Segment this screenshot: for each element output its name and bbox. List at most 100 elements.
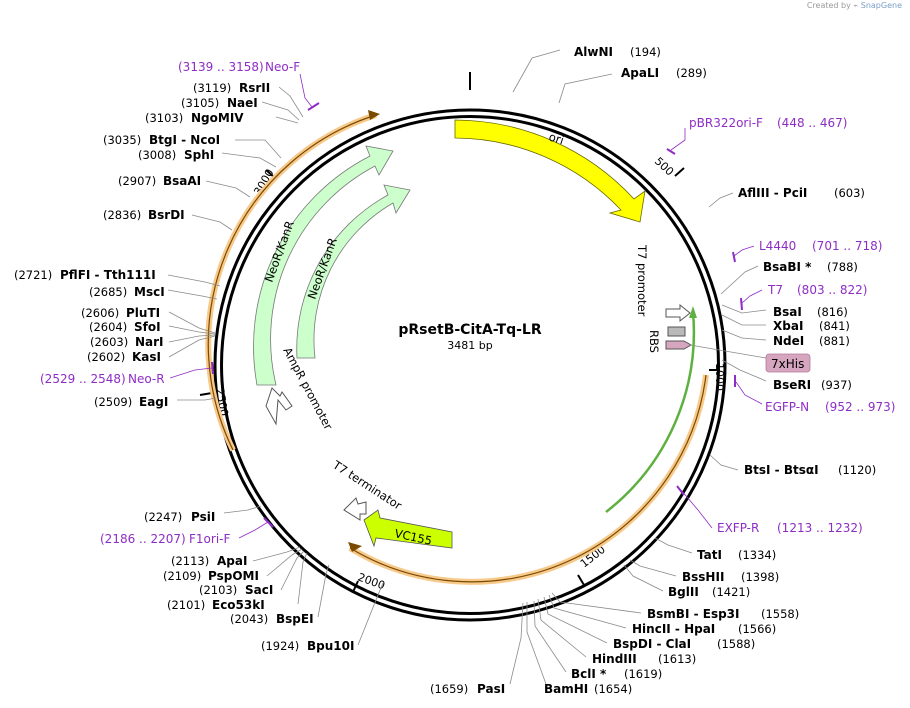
enzyme-ApaI[interactable]: (2113)ApaI — [171, 546, 301, 568]
svg-text:KasI: KasI — [132, 350, 161, 364]
svg-text:(2109): (2109) — [163, 569, 201, 583]
enzyme-NaeI[interactable]: (3105)NaeI — [181, 96, 300, 121]
svg-text:(2113): (2113) — [171, 554, 209, 568]
svg-text:SfoI: SfoI — [134, 320, 161, 334]
svg-text:BamHI: BamHI — [544, 682, 588, 696]
svg-text:(2836): (2836) — [103, 208, 141, 222]
enzyme-KasI[interactable]: (2602) KasI — [87, 335, 216, 364]
plasmid-name: pRsetB-CitA-Tq-LR — [398, 322, 541, 338]
svg-text:(2186 .. 2207): (2186 .. 2207) — [100, 532, 186, 546]
green-gene-feature[interactable] — [605, 311, 696, 513]
backbone-inner — [220, 115, 720, 615]
orange-gene-feature[interactable] — [348, 374, 709, 585]
enzyme-BspDI-ClaI[interactable]: BspDI - ClaI(1588) — [543, 596, 755, 651]
enzyme-AflIII-PciI[interactable]: AflIII - PciI(603) — [708, 186, 865, 208]
primer-T7[interactable]: T7(803 .. 822) — [740, 283, 867, 311]
primer-L4440[interactable]: L4440 (701 .. 718) — [732, 239, 882, 263]
enzyme-BglII[interactable]: BglII(1421) — [623, 564, 750, 599]
enzyme-PspOMI[interactable]: (2109)PspOMI — [163, 548, 303, 583]
enzyme-BtsI-BtsaI[interactable]: BtsI - BtsαI(1120) — [709, 454, 876, 477]
enzyme-NgoMIV[interactable]: (3103)NgoMIV — [145, 111, 299, 125]
svg-text:(1613): (1613) — [658, 652, 696, 666]
neor-inner-feature[interactable] — [296, 184, 411, 359]
enzyme-SacI[interactable]: (2103)SacI — [199, 550, 305, 597]
t7-terminator-feature[interactable] — [343, 497, 367, 521]
enzyme-BsaI[interactable]: BsaI(816) — [721, 304, 848, 319]
primer-EXFP-R[interactable]: EXFP-R(1213 .. 1232) — [676, 485, 863, 535]
enzyme-HindIII[interactable]: HindIII(1613) — [537, 598, 696, 666]
enzyme-BseRI[interactable]: BseRI(937) — [721, 359, 852, 392]
enzyme-AlwNI[interactable]: AlwNI(194) — [512, 45, 661, 93]
svg-text:(2602): (2602) — [87, 350, 125, 364]
svg-text:500: 500 — [652, 155, 676, 179]
svg-text:(2043): (2043) — [230, 612, 268, 626]
enzyme-EagI[interactable]: (2509)EagI — [94, 395, 217, 409]
enzyme-BsrDI[interactable]: (2836)BsrDI — [103, 208, 233, 231]
neor-outer-feature[interactable] — [253, 145, 394, 386]
svg-text:(3105): (3105) — [181, 96, 219, 110]
svg-text:(1421): (1421) — [712, 585, 750, 599]
enzyme-SphI[interactable]: (3008)SphI — [138, 148, 277, 168]
tick-1000: 1000 — [709, 363, 726, 391]
his-tag-label: 7xHis — [771, 357, 804, 371]
plasmid-length: 3481 bp — [447, 339, 492, 352]
enzyme-TatI[interactable]: TatI(1334) — [654, 537, 776, 562]
enzyme-Eco53kI[interactable]: (2101)Eco53kI — [167, 552, 308, 612]
primer-EGFP-N[interactable]: EGFP-N(952 .. 973) — [734, 375, 895, 414]
enzyme-PsiI[interactable]: (2247)PsiI — [144, 505, 262, 524]
svg-text:ApaLI: ApaLI — [621, 66, 659, 80]
svg-text:T7: T7 — [767, 283, 783, 297]
enzyme-BtgI-NcoI[interactable]: (3035)BtgI - NcoI — [103, 133, 282, 159]
svg-text:(952 .. 973): (952 .. 973) — [825, 400, 895, 414]
enzyme-PasI[interactable]: (1659)PasI — [430, 602, 524, 696]
svg-text:Eco53kI: Eco53kI — [212, 598, 265, 612]
svg-text:(701 .. 718): (701 .. 718) — [812, 239, 882, 253]
svg-text:Neo-R: Neo-R — [128, 372, 165, 386]
svg-text:(3119): (3119) — [193, 81, 231, 95]
enzyme-BsmBI-Esp3I[interactable]: BsmBI - Esp3I(1558) — [551, 592, 799, 621]
his-tag-feature[interactable] — [665, 340, 693, 350]
rbs-feature[interactable] — [667, 326, 686, 337]
orange-left-feature[interactable] — [205, 112, 377, 452]
enzyme-PflFI-Tth111I[interactable]: (2721)PflFI - Tth111I — [14, 268, 221, 287]
primer-pBR322ori-F[interactable]: pBR322ori-F(448 .. 467) — [666, 116, 847, 155]
enzyme-NdeI[interactable]: NdeI(881) — [721, 329, 850, 348]
enzyme-BamHI[interactable]: BamHI(1654) — [526, 602, 632, 696]
primer-Neo-F[interactable]: (3139 .. 3158)Neo-F — [178, 60, 320, 111]
ori-label: ori — [547, 130, 566, 148]
svg-text:L4440: L4440 — [759, 239, 796, 253]
enzyme-BssHII[interactable]: BssHII(1398) — [629, 559, 779, 584]
svg-text:(3008): (3008) — [138, 148, 176, 162]
enzyme-BspEI[interactable]: (2043) BspEI — [230, 564, 330, 626]
enzyme-XbaI[interactable]: XbaI(841) — [721, 314, 850, 333]
svg-text:(194): (194) — [630, 45, 661, 59]
primer-Neo-R[interactable]: (2529 .. 2548)Neo-R — [40, 361, 214, 386]
svg-text:NdeI: NdeI — [773, 334, 804, 348]
enzyme-NarI[interactable]: (2603)NarI — [90, 334, 216, 349]
svg-text:(2685): (2685) — [89, 285, 127, 299]
svg-text:BspEI: BspEI — [276, 612, 314, 626]
t7-promoter-feature[interactable] — [665, 303, 691, 323]
enzyme-BclI[interactable]: BclI *(1619) — [533, 600, 662, 681]
ori-feature[interactable] — [454, 119, 646, 223]
enzyme-SfoI[interactable]: (2604)SfoI — [89, 320, 216, 335]
svg-text:AflIII - PciI: AflIII - PciI — [738, 186, 807, 200]
enzyme-MscI[interactable]: (2685)MscI — [89, 285, 218, 300]
svg-text:EagI: EagI — [139, 395, 168, 409]
svg-text:BsaI: BsaI — [773, 305, 802, 319]
enzyme-BsaAI[interactable]: (2907)BsaAI — [118, 174, 251, 198]
enzyme-PluTI[interactable]: (2606)PluTI — [81, 306, 216, 334]
svg-text:HincII - HpaI: HincII - HpaI — [632, 622, 715, 636]
enzyme-HincII-HpaI[interactable]: HincII - HpaI(1566) — [548, 594, 776, 636]
enzyme-ApaLI[interactable]: ApaLI(289) — [558, 66, 707, 104]
enzyme-Bpu10I[interactable]: (1924)Bpu10I — [261, 582, 384, 653]
enzyme-BsaBI[interactable]: BsaBI *(788) — [720, 260, 858, 295]
enzyme-RsrII[interactable]: (3119)RsrII — [193, 81, 304, 118]
vc155-feature[interactable] — [363, 509, 453, 549]
svg-text:(2529 .. 2548): (2529 .. 2548) — [40, 372, 126, 386]
svg-text:(2606): (2606) — [81, 306, 119, 320]
ampr-promoter-feature[interactable] — [265, 387, 293, 426]
svg-text:PsiI: PsiI — [191, 510, 215, 524]
primer-F1ori-F[interactable]: (2186 .. 2207)F1ori-F — [100, 517, 274, 546]
